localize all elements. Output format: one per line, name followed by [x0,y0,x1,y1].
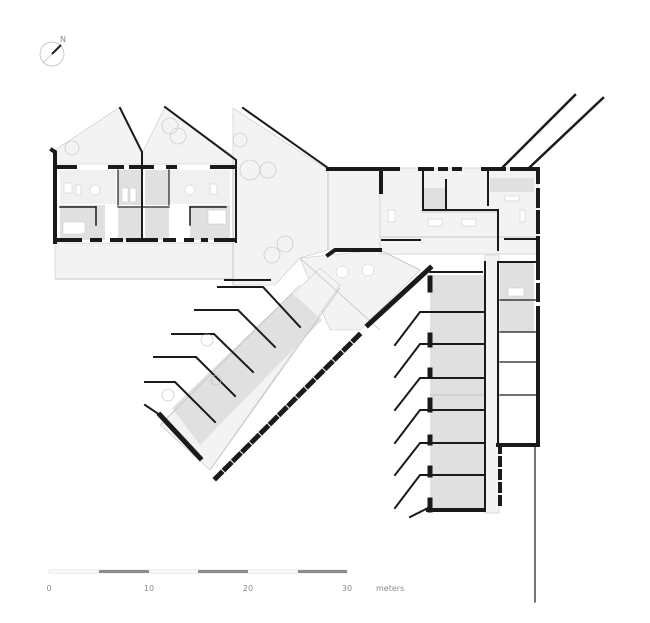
north-arrow-icon [39,41,65,67]
scale-tick-20: 20 [242,584,254,593]
furniture [62,182,526,297]
trees [64,117,294,402]
north-label: N [60,35,66,44]
scale-unit-label: meters [376,584,405,593]
thin-lines [55,160,538,471]
scale-tick-10: 10 [143,584,155,593]
scale-bar [48,569,348,574]
room-fills [60,170,534,510]
living-fills [60,170,230,204]
scale-tick-30: 30 [341,584,353,593]
scale-tick-0: 0 [46,584,52,593]
walls [49,93,605,603]
